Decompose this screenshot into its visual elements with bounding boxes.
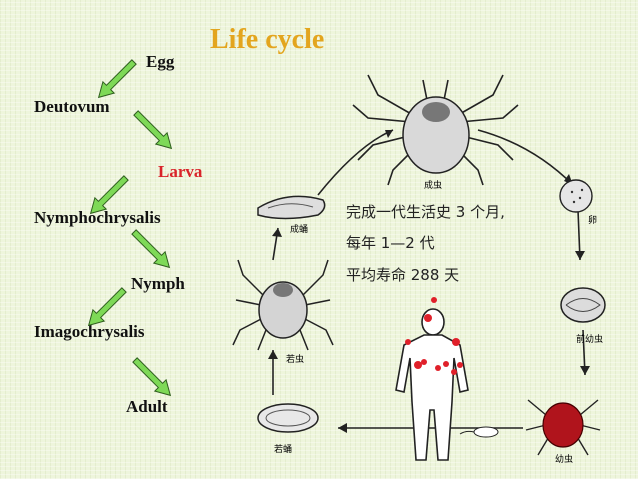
nymph-image (232, 259, 334, 351)
figure-text-line3: 平均寿命 288 天 (346, 266, 459, 284)
mouse-image (459, 426, 499, 438)
figure-label-imagochrysalis: 成蛹 (290, 223, 308, 235)
lesion-marks (405, 297, 463, 375)
figure-label-deutovum: 前幼虫 (576, 333, 603, 345)
larva-image (525, 399, 601, 456)
figure-label-adult: 成虫 (424, 179, 442, 191)
slide-title: Life cycle (210, 24, 325, 55)
figure-text-line2: 每年 1—2 代 (346, 234, 435, 252)
arrow-nymph-imagochrysalis (82, 283, 131, 332)
stage-nymph: Nymph (131, 274, 185, 293)
figure-label-nymph: 若虫 (286, 353, 304, 365)
stage-larva: Larva (158, 162, 203, 181)
arrow-imagochrysalis-adult (128, 353, 177, 402)
nymphochrysalis-image (257, 403, 319, 433)
arrow-larva-nymphochrysalis (84, 171, 133, 220)
figure-text-line1: 完成一代生活史 3 个月, (346, 203, 505, 221)
arrow-deutovum-larva (129, 106, 178, 155)
arrow-egg-deutovum (92, 55, 141, 104)
deutovum-image (560, 287, 606, 323)
figure-label-nymphochrysalis: 若蛹 (274, 443, 292, 455)
stage-egg: Egg (146, 52, 175, 71)
stage-deutovum: Deutovum (34, 97, 110, 116)
imagochrysalis-image (257, 195, 326, 220)
figure-label-larva: 幼虫 (555, 453, 573, 465)
egg-image (559, 179, 593, 213)
stage-imagochrysalis: Imagochrysalis (34, 322, 145, 341)
adult-tick-image (352, 74, 519, 186)
life-cycle-figure: 成虫 卵 前幼虫 幼虫 若蛹 (232, 74, 606, 465)
human-figure-image (395, 308, 469, 461)
stage-nymphochrysalis: Nymphochrysalis (34, 208, 161, 227)
stage-adult: Adult (126, 397, 168, 416)
arrow-nymphochrysalis-nymph (127, 225, 176, 274)
figure-label-egg: 卵 (588, 215, 597, 226)
